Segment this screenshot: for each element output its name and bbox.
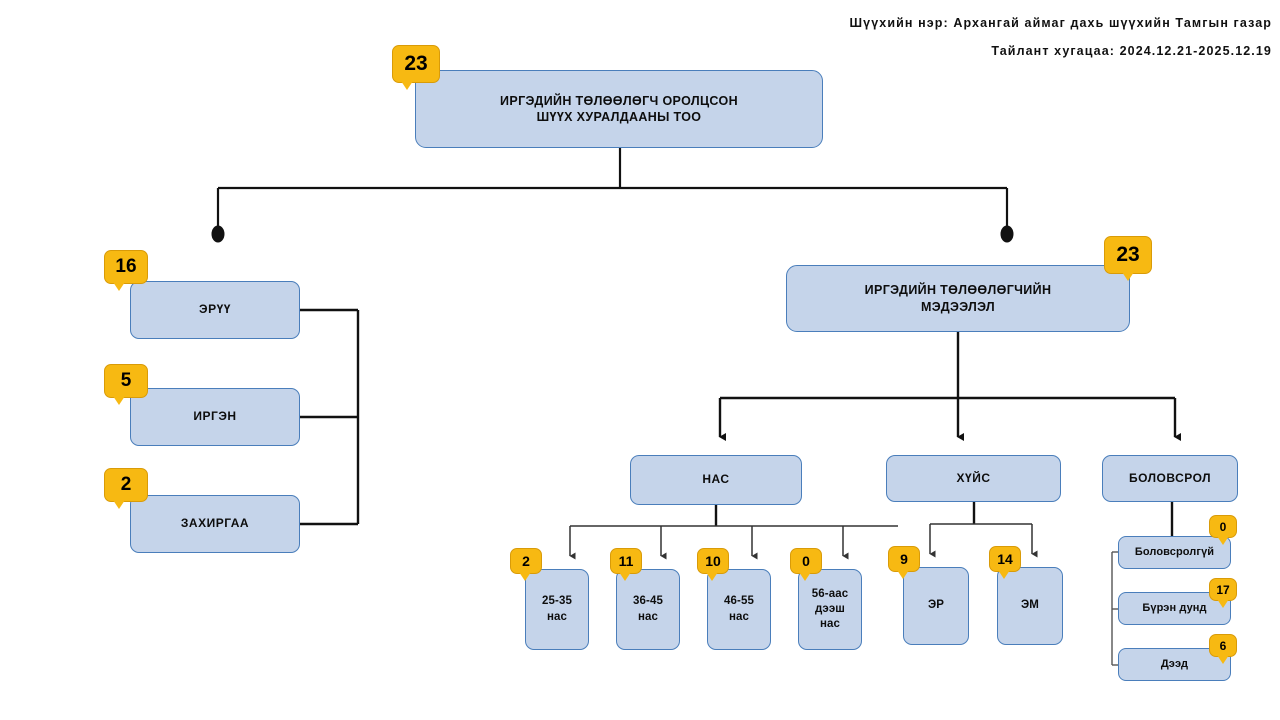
badge-education-none-count: 0	[1209, 515, 1237, 545]
node-education-none-label: Боловсролгүй	[1134, 546, 1215, 559]
node-age-56-plus-line2: дээш	[814, 602, 845, 615]
node-representative-info-line1: ИРГЭДИЙН ТӨЛӨӨЛӨГЧИЙН	[864, 283, 1052, 297]
badge-age-36-45-count: 11	[610, 548, 642, 581]
node-representative-info-line2: МЭДЭЭЛЭЛ	[921, 299, 995, 314]
node-category-gender-label: ХҮЙС	[956, 470, 991, 485]
badge-education-secondary-count: 17	[1209, 578, 1237, 608]
node-age-36-45-line1: 36-45	[633, 595, 663, 608]
node-category-gender[interactable]: ХҮЙС	[886, 455, 1061, 502]
node-representative-info[interactable]: ИРГЭДИЙН ТӨЛӨӨЛӨГЧИЙН МЭДЭЭЛЭЛ	[786, 265, 1130, 332]
node-category-age-label: НАС	[702, 472, 730, 487]
node-case-type-administrative-label: ЗАХИРГАА	[180, 516, 250, 531]
node-gender-female-label: ЭМ	[1021, 599, 1039, 612]
badge-age-46-55-count: 10	[697, 548, 729, 581]
node-age-25-35-line2: нас	[546, 610, 568, 623]
node-age-56-plus-line1: 56-аас	[811, 587, 849, 600]
node-case-type-administrative[interactable]: ЗАХИРГАА	[130, 495, 300, 553]
node-education-higher-label: Дээд	[1160, 658, 1189, 671]
badge-age-56-plus-count: 0	[790, 548, 822, 581]
node-age-56-plus[interactable]: 56-аас дээш нас	[798, 569, 862, 650]
node-case-type-criminal-label: ЭРҮҮ	[199, 302, 231, 317]
badge-age-25-35-count: 2	[510, 548, 542, 581]
court-name-label: Шүүхийн нэр: Архангай аймаг дахь шүүхийн…	[849, 16, 1272, 30]
node-age-56-plus-line3: нас	[819, 618, 841, 631]
node-age-25-35-line1: 25-35	[542, 595, 572, 608]
node-gender-male[interactable]: ЭР	[903, 567, 969, 645]
node-gender-male-label: ЭР	[927, 599, 945, 612]
badge-case-type-criminal-count: 16	[104, 250, 148, 291]
node-age-46-55[interactable]: 46-55 нас	[707, 569, 771, 650]
node-age-46-55-line1: 46-55	[724, 595, 754, 608]
node-age-46-55-line2: нас	[728, 610, 750, 623]
node-age-25-35[interactable]: 25-35 нас	[525, 569, 589, 650]
node-education-higher[interactable]: Дээд	[1118, 648, 1231, 681]
report-period-label: Тайлант хугацаа: 2024.12.21-2025.12.19	[991, 44, 1272, 58]
node-age-36-45-line2: нас	[637, 610, 659, 623]
badge-education-higher-count: 6	[1209, 634, 1237, 664]
node-root-hearings[interactable]: ИРГЭДИЙН ТӨЛӨӨЛӨГЧ ОРОЛЦСОН ШҮҮХ ХУРАЛДА…	[415, 70, 823, 148]
node-category-education[interactable]: БОЛОВСРОЛ	[1102, 455, 1238, 502]
badge-case-type-administrative-count: 2	[104, 468, 148, 509]
node-root-line1: ИРГЭДИЙН ТӨЛӨӨЛӨГЧ ОРОЛЦСОН	[500, 93, 738, 108]
node-case-type-civil-label: ИРГЭН	[193, 409, 237, 424]
badge-case-type-civil-count: 5	[104, 364, 148, 405]
node-education-secondary-label: Бүрэн дунд	[1142, 602, 1207, 615]
node-gender-female[interactable]: ЭМ	[997, 567, 1063, 645]
node-category-education-label: БОЛОВСРОЛ	[1128, 470, 1212, 485]
node-category-age[interactable]: НАС	[630, 455, 802, 505]
badge-root-count: 23	[392, 45, 440, 90]
badge-gender-female-count: 14	[989, 546, 1021, 579]
badge-representative-info-count: 23	[1104, 236, 1152, 281]
node-case-type-criminal[interactable]: ЭРҮҮ	[130, 281, 300, 339]
node-case-type-civil[interactable]: ИРГЭН	[130, 388, 300, 446]
node-root-line2: ШҮҮХ ХУРАЛДААНЫ ТОО	[536, 110, 702, 124]
badge-gender-male-count: 9	[888, 546, 920, 579]
node-education-none[interactable]: Боловсролгүй	[1118, 536, 1231, 569]
node-age-36-45[interactable]: 36-45 нас	[616, 569, 680, 650]
